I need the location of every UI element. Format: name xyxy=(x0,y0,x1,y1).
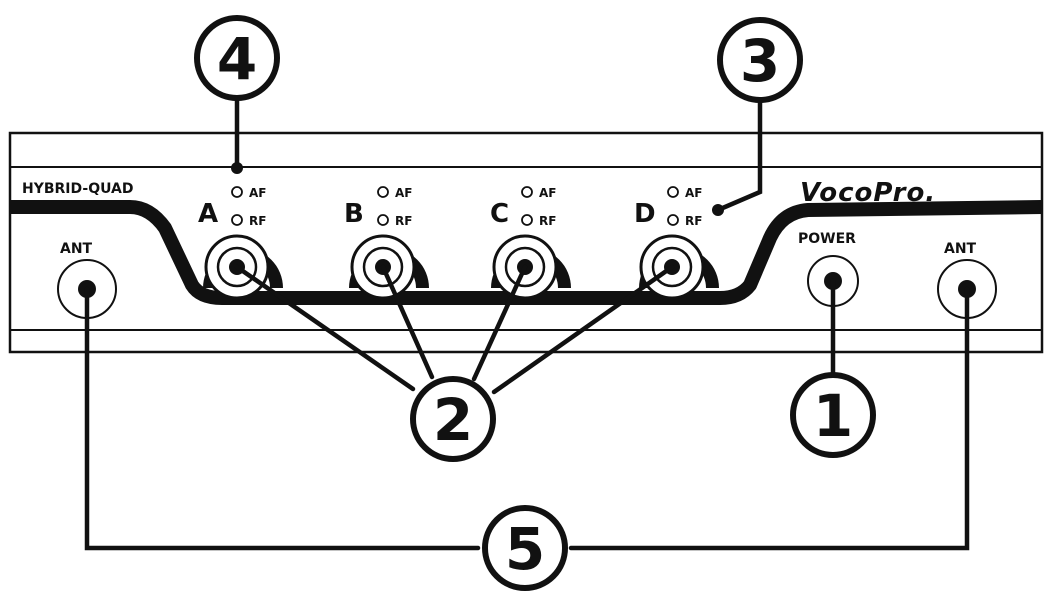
brand-logo: VocoPro. xyxy=(800,178,936,208)
rf-led xyxy=(377,214,389,226)
rf-label: RF xyxy=(539,214,556,228)
leader-2a xyxy=(234,264,416,392)
power-label: POWER xyxy=(798,231,856,247)
callout-circle xyxy=(410,376,496,462)
callout-number: 4 xyxy=(217,25,257,93)
ant-left-label: ANT xyxy=(60,241,93,257)
panel-stripe xyxy=(10,200,1043,305)
af-led xyxy=(667,186,679,198)
channel-letter: D xyxy=(634,199,656,229)
rf-led xyxy=(231,214,243,226)
channel-letter: C xyxy=(490,199,509,229)
rf-led xyxy=(521,214,533,226)
leader-5-right xyxy=(568,286,970,551)
rf-label: RF xyxy=(685,214,702,228)
rf-led xyxy=(667,214,679,226)
leader-3-dot xyxy=(712,204,724,216)
callout-number: 2 xyxy=(433,386,473,454)
af-label: AF xyxy=(539,186,556,200)
af-label: AF xyxy=(685,186,702,200)
ant-right-label: ANT xyxy=(944,241,977,257)
callout-circle xyxy=(717,17,803,103)
callout-number: 5 xyxy=(505,515,545,583)
af-led xyxy=(521,186,533,198)
af-led xyxy=(231,186,243,198)
callout-circle xyxy=(194,15,280,101)
af-led xyxy=(377,186,389,198)
leader-2c xyxy=(471,264,528,382)
af-label: AF xyxy=(249,186,266,200)
callout-4: 4 xyxy=(194,15,280,101)
callout-number: 3 xyxy=(740,27,780,95)
callout-number: 1 xyxy=(813,382,853,450)
leader-5-left xyxy=(84,286,481,551)
leader-4-dot xyxy=(231,162,243,174)
callout-5: 5 xyxy=(482,505,568,591)
leader-3 xyxy=(715,97,763,213)
channel-letter: B xyxy=(344,199,364,229)
callout-2: 2 xyxy=(410,376,496,462)
af-label: AF xyxy=(395,186,412,200)
leader-2d xyxy=(491,264,675,395)
rf-label: RF xyxy=(395,214,412,228)
callout-1: 1 xyxy=(790,372,876,458)
callout-circle xyxy=(482,505,568,591)
model-label: HYBRID-QUAD xyxy=(22,181,134,197)
leader-2b xyxy=(380,264,435,380)
callout-3: 3 xyxy=(717,17,803,103)
rf-label: RF xyxy=(249,214,266,228)
channel-letter: A xyxy=(198,199,218,229)
leader-lines xyxy=(84,95,970,551)
callout-circle xyxy=(790,372,876,458)
